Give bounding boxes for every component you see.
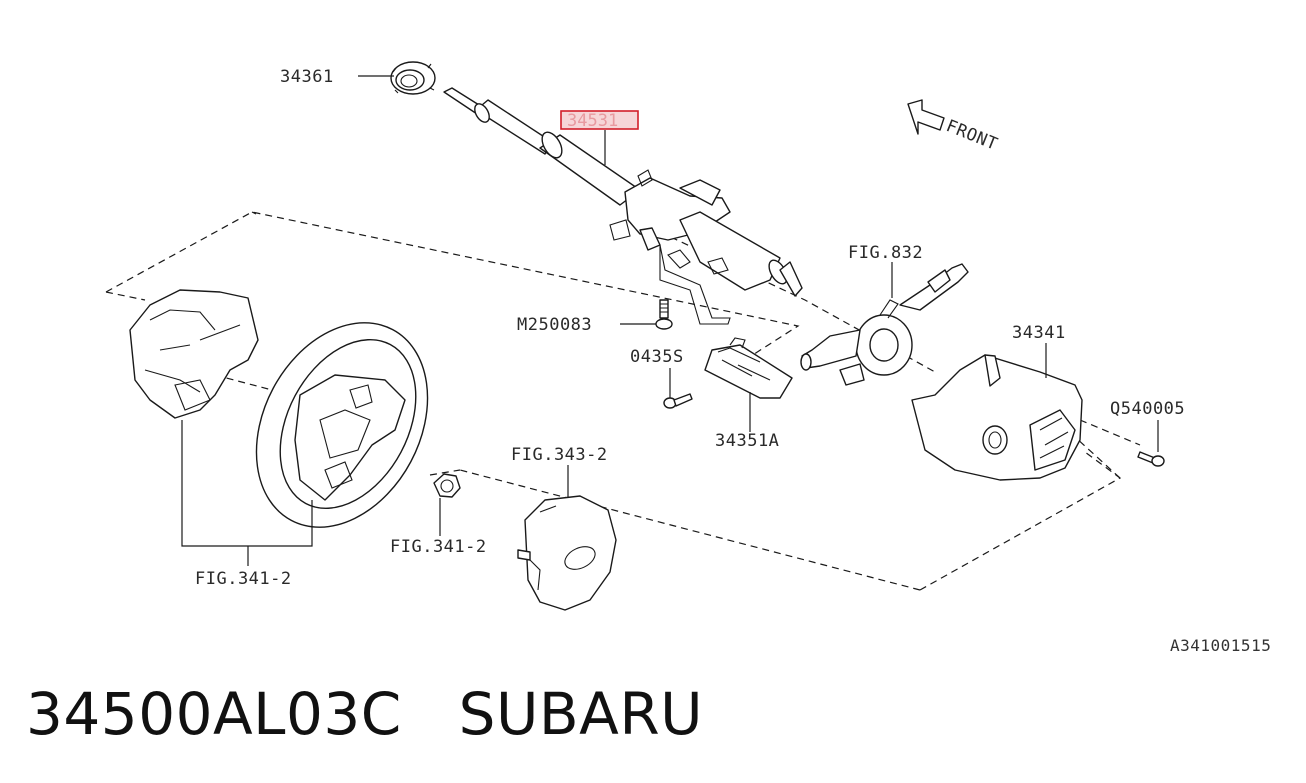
column-bearing-ring: [390, 61, 436, 95]
bracket-34351a: [704, 337, 793, 399]
airbag-module: [517, 495, 617, 611]
label-front: FRONT: [943, 116, 1000, 155]
screw-q540005: [1137, 451, 1165, 467]
wheel-nut: [433, 473, 461, 498]
leader-lines: [181, 75, 1159, 566]
highlight-box-34531: [560, 110, 639, 130]
label-0435s: 0435S: [630, 347, 684, 367]
label-34351a: 34351A: [715, 431, 779, 451]
column-cover: [911, 354, 1083, 481]
footer-title: 34500AL03C SUBARU: [26, 680, 703, 748]
diagram-code: A341001515: [1170, 636, 1272, 655]
part-number: 34500AL03C: [26, 680, 402, 748]
combination-switch: [800, 263, 969, 386]
label-fig-341-2-wheel: FIG.341-2: [195, 569, 292, 589]
front-arrow-icon: [907, 99, 945, 135]
steering-wheel: [255, 322, 429, 528]
brand-name: SUBARU: [458, 680, 704, 748]
wheel-rear-cover: [129, 289, 259, 419]
label-fig-341-2-nut: FIG.341-2: [390, 537, 487, 557]
label-34341: 34341: [1012, 323, 1066, 343]
bolt-m250083: [655, 299, 673, 330]
steering-column: [443, 87, 803, 325]
screw-0435s: [663, 393, 693, 409]
label-fig-832: FIG.832: [848, 243, 923, 263]
label-m250083: M250083: [517, 315, 592, 335]
label-q540005: Q540005: [1110, 399, 1185, 419]
label-fig-343-2: FIG.343-2: [511, 445, 608, 465]
label-34531: 34531: [567, 111, 618, 131]
label-34361: 34361: [280, 67, 334, 87]
